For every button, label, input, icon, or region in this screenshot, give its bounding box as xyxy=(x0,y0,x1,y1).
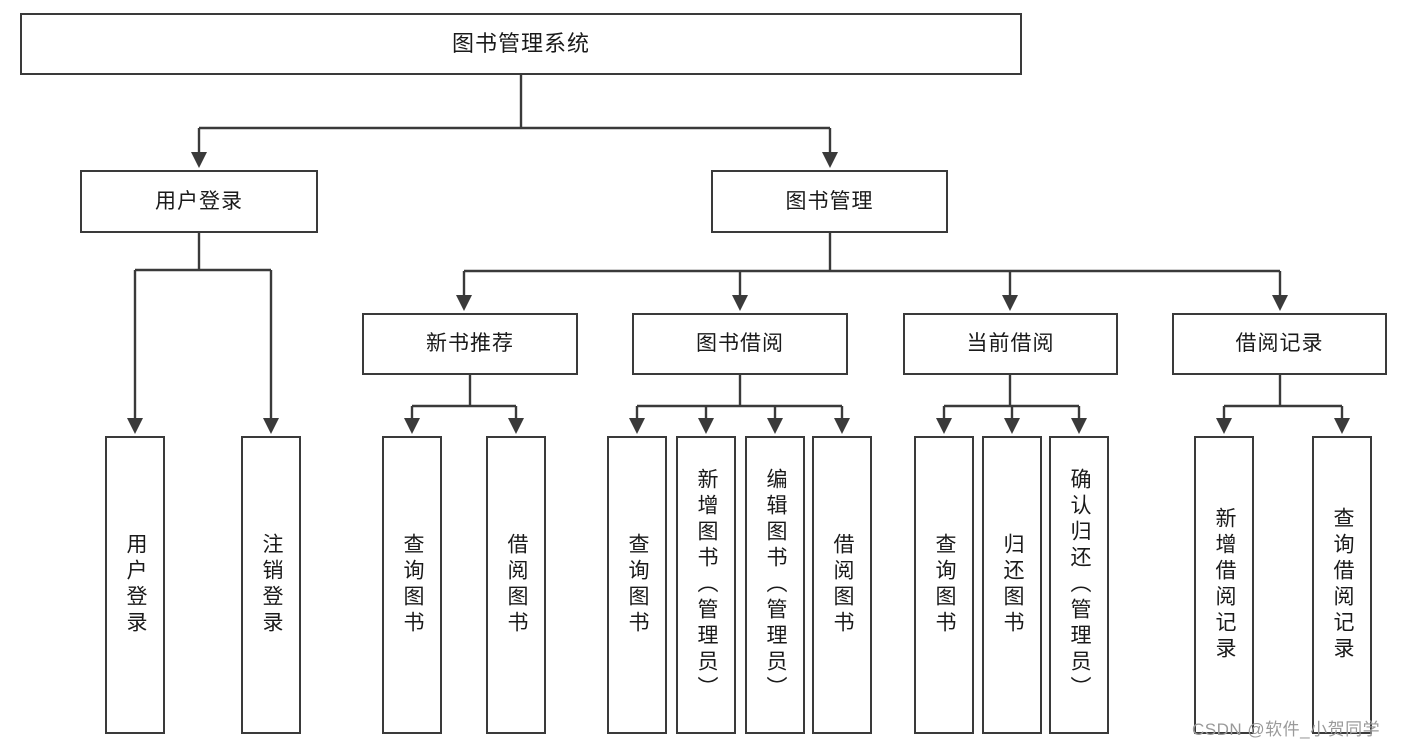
node-leaf-user-login[interactable]: 用户登录 xyxy=(105,436,165,734)
node-leaf-borrow-book-1[interactable]: 借阅图书 xyxy=(486,436,546,734)
node-new-book-recommend[interactable]: 新书推荐 xyxy=(362,313,578,375)
node-leaf-query-book-2[interactable]: 查询图书 xyxy=(607,436,667,734)
node-leaf-query-book-1[interactable]: 查询图书 xyxy=(382,436,442,734)
node-borrow-record[interactable]: 借阅记录 xyxy=(1172,313,1387,375)
node-leaf-query-book-3[interactable]: 查询图书 xyxy=(914,436,974,734)
node-leaf-logout-login[interactable]: 注销登录 xyxy=(241,436,301,734)
node-leaf-return-book[interactable]: 归还图书 xyxy=(982,436,1042,734)
node-leaf-confirm-return[interactable]: 确认归还（管理员） xyxy=(1049,436,1109,734)
csdn-watermark: CSDN @软件_小贺同学 xyxy=(1192,720,1381,739)
node-book-borrow[interactable]: 图书借阅 xyxy=(632,313,848,375)
node-leaf-add-record[interactable]: 新增借阅记录 xyxy=(1194,436,1254,734)
node-user-login[interactable]: 用户登录 xyxy=(80,170,318,233)
node-leaf-query-record[interactable]: 查询借阅记录 xyxy=(1312,436,1372,734)
node-current-borrow[interactable]: 当前借阅 xyxy=(903,313,1118,375)
node-leaf-edit-book[interactable]: 编辑图书（管理员） xyxy=(745,436,805,734)
node-leaf-borrow-book-2[interactable]: 借阅图书 xyxy=(812,436,872,734)
node-book-manage[interactable]: 图书管理 xyxy=(711,170,948,233)
node-leaf-add-book[interactable]: 新增图书（管理员） xyxy=(676,436,736,734)
node-root[interactable]: 图书管理系统 xyxy=(20,13,1022,75)
